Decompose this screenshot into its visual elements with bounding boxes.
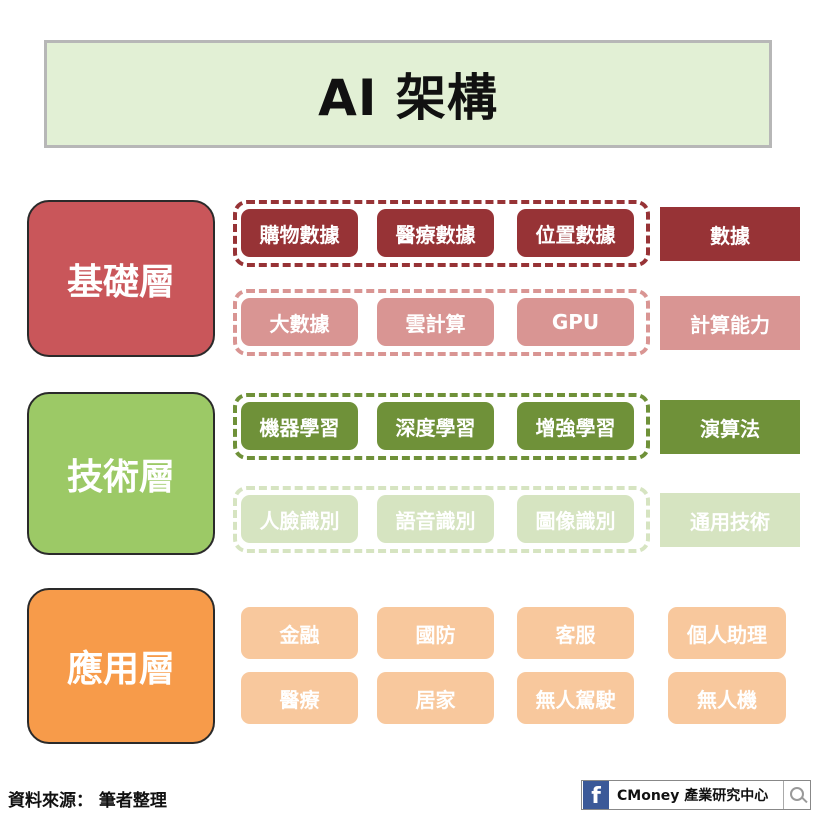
app-item-finance: 金融 <box>241 607 358 659</box>
title-banner: AI 架構 <box>44 40 772 148</box>
base-compute-category: 計算能力 <box>660 296 800 350</box>
base-layer-label-box: 基礎層 <box>27 200 215 357</box>
base-data-category: 數據 <box>660 207 800 261</box>
tech-algorithm-group <box>233 393 650 460</box>
base-data-item-1: 購物數據 <box>241 209 358 257</box>
app-item-defense: 國防 <box>377 607 494 659</box>
page-title: AI 架構 <box>318 69 498 127</box>
app-item-drone: 無人機 <box>668 672 786 724</box>
app-item-medical: 醫療 <box>241 672 358 724</box>
tech-general-item-2: 語音識別 <box>377 495 494 543</box>
tech-layer-label: 技術層 <box>66 456 175 498</box>
base-compute-item-1: 大數據 <box>241 298 358 346</box>
app-item-customer-service: 客服 <box>517 607 634 659</box>
base-data-item-2: 醫療數據 <box>377 209 494 257</box>
app-layer-label-box: 應用層 <box>27 588 215 744</box>
tech-general-group <box>233 486 650 553</box>
tech-general-item-1: 人臉識別 <box>241 495 358 543</box>
tech-algorithm-item-2: 深度學習 <box>377 402 494 450</box>
brand-name: CMoney 產業研究中心 <box>617 788 769 804</box>
base-data-item-3: 位置數據 <box>517 209 634 257</box>
app-item-personal-assistant: 個人助理 <box>668 607 786 659</box>
base-compute-item-3: GPU <box>517 298 634 346</box>
app-layer-label: 應用層 <box>66 649 175 690</box>
tech-algorithm-item-3: 增強學習 <box>517 402 634 450</box>
tech-algorithm-category: 演算法 <box>660 400 800 454</box>
source-note: 資料來源： 筆者整理 <box>8 791 167 811</box>
base-data-group <box>233 200 650 267</box>
app-item-self-driving: 無人駕駛 <box>517 672 634 724</box>
base-layer-label: 基礎層 <box>66 261 175 303</box>
app-item-home: 居家 <box>377 672 494 724</box>
tech-layer-label-box: 技術層 <box>27 392 215 555</box>
tech-general-category: 通用技術 <box>660 493 800 547</box>
facebook-icon: f <box>583 781 609 809</box>
search-icon <box>783 781 810 809</box>
base-compute-item-2: 雲計算 <box>377 298 494 346</box>
base-compute-group <box>233 289 650 356</box>
tech-algorithm-item-1: 機器學習 <box>241 402 358 450</box>
tech-general-item-3: 圖像識別 <box>517 495 634 543</box>
brand-badge: f CMoney 產業研究中心 <box>581 780 811 810</box>
